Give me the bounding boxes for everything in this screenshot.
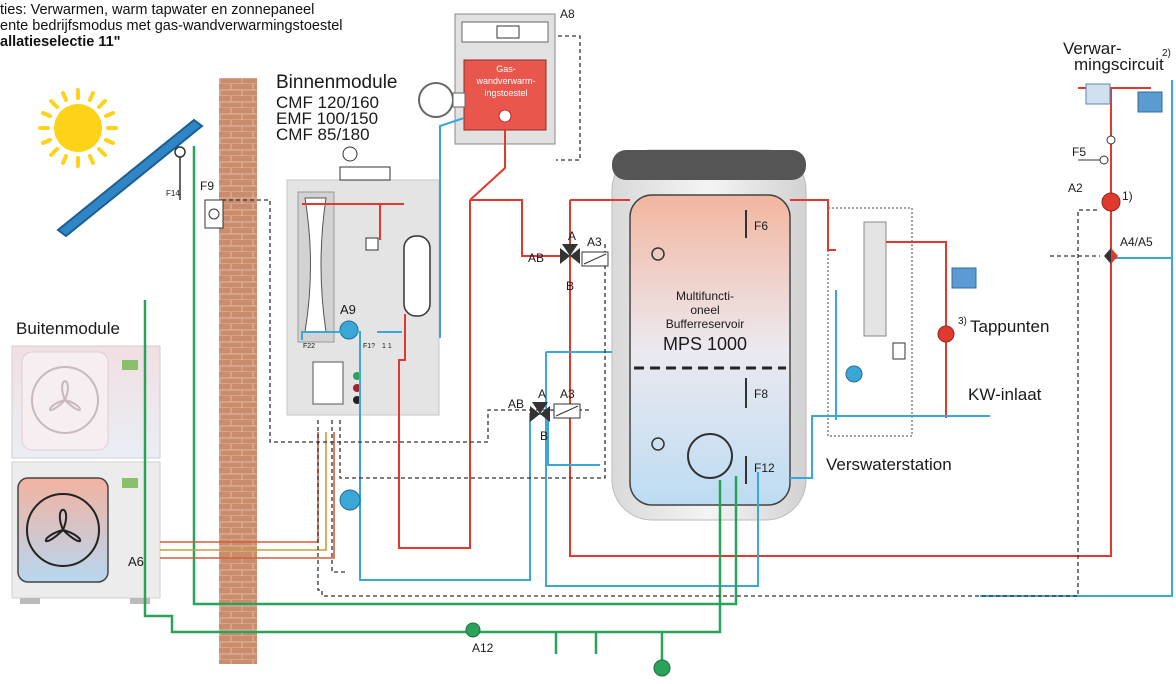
indoor-model-1: CMF 120/160: [276, 93, 379, 112]
tap-note: 3): [958, 316, 967, 327]
outdoor-module-label: A6: [128, 554, 144, 569]
tap-points-label: Tappunten: [970, 317, 1049, 336]
tank-text-3: Bufferreservoir: [666, 317, 744, 331]
indoor-model-2: EMF 100/150: [276, 109, 378, 128]
indoor-small-label-3: 1 1: [382, 343, 392, 350]
tank-text-1: Multifuncti-: [676, 289, 734, 303]
solar-pipes: [143, 146, 738, 664]
boiler-text-1: Gas-: [496, 64, 516, 74]
outdoor-module-title: Buitenmodule: [16, 319, 120, 338]
sun-icon: [38, 88, 118, 168]
valve-upper-a3: A3: [587, 235, 602, 249]
return-pipes: [301, 80, 1173, 597]
sensor-f12: F12: [754, 461, 775, 475]
sensor-f5: F5: [1072, 145, 1086, 159]
pump-a9-label: A9: [340, 302, 356, 317]
pump-a12-label: A12: [472, 641, 494, 655]
indoor-module-title: Binnenmodule: [276, 72, 397, 93]
sensor-f14: F14: [166, 189, 180, 198]
mixer-a4-a5-label: A4/A5: [1120, 235, 1153, 249]
buffer-tank: [611, 149, 807, 521]
indoor-small-label-2: F1?: [363, 343, 375, 350]
solar-collector: [56, 118, 204, 238]
valve-upper-a: A: [568, 229, 576, 243]
tank-model: MPS 1000: [663, 334, 747, 354]
pump-note-1: 1): [1122, 189, 1133, 203]
pump-a2-label: A2: [1068, 181, 1083, 195]
outdoor-module: [11, 345, 161, 604]
header-line-3: allatieselectie 11": [0, 34, 121, 50]
heating-circuit-components: [204, 83, 1163, 677]
sensor-f6: F6: [754, 219, 768, 233]
valve-lower-ab: AB: [508, 397, 524, 411]
brick-wall: [219, 78, 257, 664]
valve-lower-a3: A3: [560, 387, 575, 401]
heating-circuit-title-2: mingscircuit: [1074, 55, 1164, 74]
header-line-1: ties: Verwarmen, warm tapwater en zonnep…: [0, 2, 315, 18]
valve-upper-ab: AB: [528, 251, 544, 265]
gas-boiler: [418, 13, 556, 145]
indoor-module: [286, 146, 440, 416]
fresh-water-station: [845, 221, 906, 383]
tank-text-2: oneel: [690, 303, 719, 317]
fresh-water-station-box: [827, 207, 913, 437]
fresh-water-station-label: Verswaterstation: [826, 455, 952, 474]
indoor-model-3: CMF 85/180: [276, 125, 370, 144]
sensor-f9: F9: [200, 179, 214, 193]
heating-circuit-title-1: Verwar-: [1063, 39, 1122, 58]
cold-water-inlet-label: KW-inlaat: [968, 385, 1042, 404]
header-line-2: ente bedrijfsmodus met gas-wandverwarmin…: [0, 18, 343, 34]
heating-circuit-note: 2): [1162, 48, 1171, 59]
valve-upper: [560, 244, 609, 267]
boiler-text-2: wandverwarm-: [475, 76, 535, 86]
boiler-text-3: ingstoestel: [484, 88, 527, 98]
sensor-f8: F8: [754, 387, 768, 401]
control-wiring: [222, 35, 1100, 597]
valve-lower-b: B: [540, 429, 548, 443]
valve-upper-b: B: [566, 279, 574, 293]
valve-lower-a: A: [538, 387, 546, 401]
valve-lower: [530, 402, 581, 422]
header-text: ties: Verwarmen, warm tapwater en zonnep…: [0, 2, 343, 50]
boiler-label: A8: [560, 7, 575, 21]
indoor-small-label-1: F22: [303, 343, 315, 350]
